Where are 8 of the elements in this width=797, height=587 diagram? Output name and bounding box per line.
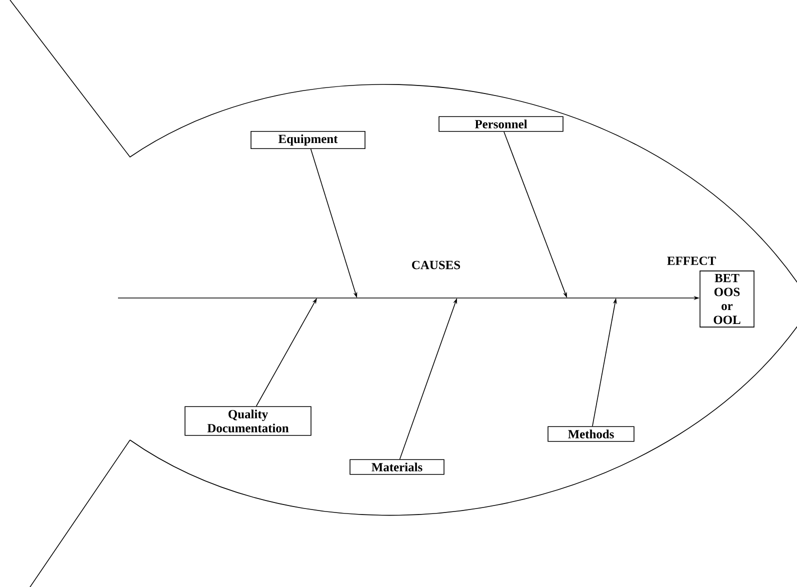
cause-box: Personnel	[438, 116, 564, 132]
cause-box: Quality Documentation	[184, 406, 312, 436]
effect-box: BET OOS or OOL	[700, 270, 754, 328]
cause-box: Methods	[548, 426, 634, 442]
section-label: CAUSES	[412, 260, 460, 270]
cause-box: Materials	[350, 459, 444, 475]
effect-heading: EFFECT	[667, 256, 716, 266]
cause-box: Equipment	[250, 130, 366, 150]
